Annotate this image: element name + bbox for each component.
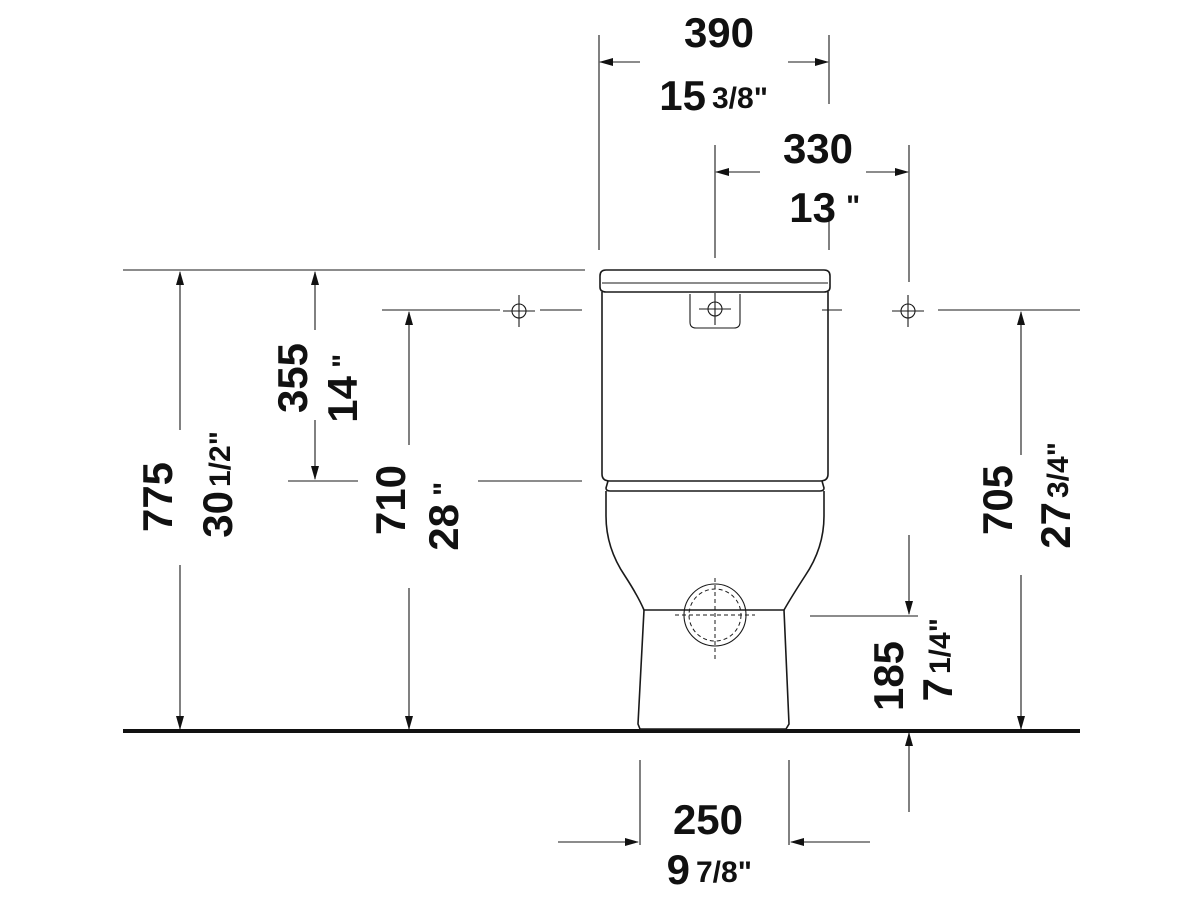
dim-hole-spacing-frac: "	[846, 190, 860, 223]
fixing-hole-right	[892, 295, 924, 327]
dim-seat-height-inch: 28	[420, 504, 467, 551]
flush-button	[689, 294, 741, 329]
dim-fixing-height: 705 27 3/4"	[974, 442, 1079, 549]
dim-total-width-frac: 3/8"	[712, 82, 768, 115]
toilet-front-view	[599, 269, 831, 730]
dim-total-height-inch: 30	[194, 491, 241, 538]
dimension-lines	[176, 58, 1025, 846]
dim-outlet-height-frac: 1/4"	[924, 618, 957, 674]
fixing-hole-left	[503, 295, 535, 327]
bowl-body	[605, 491, 825, 611]
dim-total-width-mm: 390	[684, 9, 754, 56]
dim-fixing-height-inch: 27	[1032, 502, 1079, 549]
dim-tank-height-mm: 355	[269, 343, 316, 413]
bowl-rim	[605, 480, 825, 492]
dim-total-height-mm: 775	[134, 462, 181, 532]
dim-total-width-inch: 15	[659, 72, 706, 119]
dim-fixing-height-frac: 3/4"	[1042, 442, 1075, 498]
dim-base-width-mm: 250	[673, 796, 743, 843]
fixing-hole-center	[699, 293, 731, 325]
pedestal	[637, 609, 790, 730]
dim-seat-height-mm: 710	[367, 465, 414, 535]
dim-total-width: 390 15 3/8"	[659, 9, 768, 119]
dim-outlet-height-inch: 7	[914, 678, 961, 701]
dim-total-height: 775 30 1/2"	[134, 431, 241, 538]
dim-tank-height-frac: "	[327, 354, 360, 368]
dim-hole-spacing: 330 13 "	[783, 125, 860, 231]
dim-fixing-height-mm: 705	[974, 465, 1021, 535]
dim-hole-spacing-inch: 13	[789, 184, 836, 231]
dim-base-width-frac: 7/8"	[696, 856, 752, 889]
dim-tank-height-inch: 14	[319, 375, 366, 422]
dim-seat-height-frac: "	[428, 482, 461, 496]
dim-base-width-inch: 9	[667, 846, 690, 893]
tank-lid	[599, 269, 831, 293]
dim-base-width: 250 9 7/8"	[667, 796, 752, 893]
dim-outlet-height: 185 7 1/4"	[865, 618, 961, 711]
dim-total-height-frac: 1/2"	[204, 431, 237, 487]
dim-seat-height: 710 28 "	[367, 465, 467, 551]
dim-outlet-height-mm: 185	[865, 641, 912, 711]
dim-hole-spacing-mm: 330	[783, 125, 853, 172]
tank-body	[601, 292, 829, 482]
extension-lines	[123, 35, 1080, 845]
dim-tank-height: 355 14 "	[269, 343, 366, 423]
